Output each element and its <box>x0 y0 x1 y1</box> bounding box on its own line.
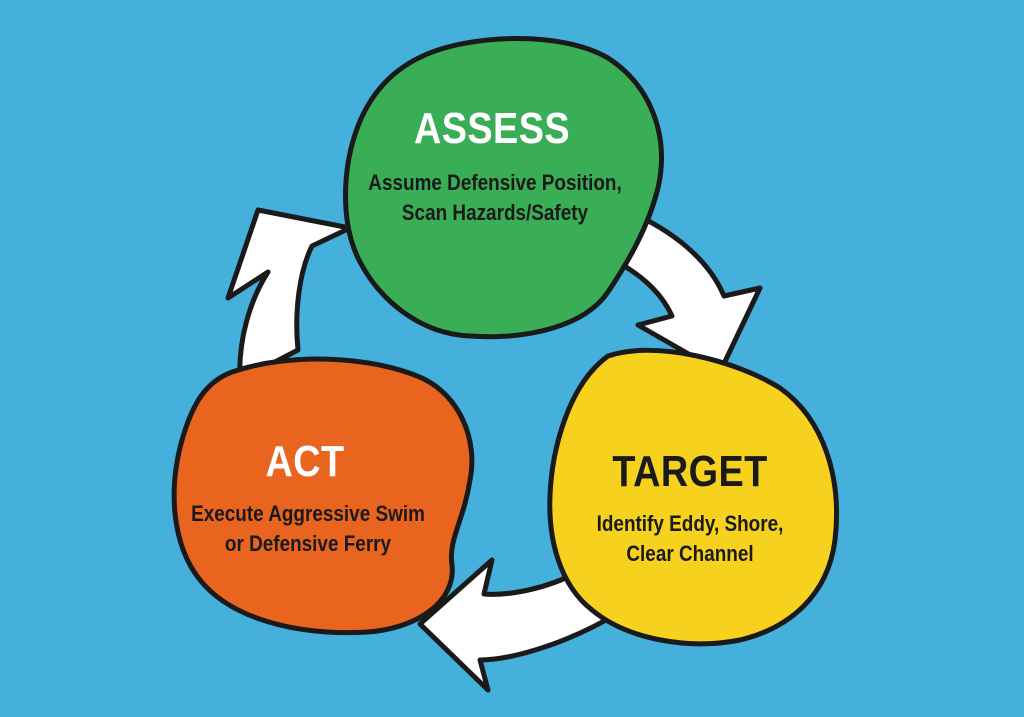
arrow-act-to-assess <box>225 207 353 383</box>
arrow-target-to-act <box>417 557 623 693</box>
assess-description: Assume Defensive Position, Scan Hazards/… <box>353 168 637 228</box>
target-title: TARGET <box>612 447 768 496</box>
assess-title: ASSESS <box>413 104 571 153</box>
target-description-line-1: Identify Eddy, Shore, <box>596 511 784 536</box>
act-description-line-2: or Defensive Ferry <box>224 531 392 556</box>
target-blob <box>547 347 840 647</box>
arrow-assess-to-target <box>602 202 763 375</box>
act-description-line-1: Execute Aggressive Swim <box>191 501 425 526</box>
assess-blob <box>343 36 664 340</box>
cycle-arrows <box>225 202 763 693</box>
assess-description-line-2: Scan Hazards/Safety <box>401 200 589 225</box>
target-description: Identify Eddy, Shore, Clear Channel <box>578 509 802 569</box>
act-blob <box>171 356 475 636</box>
target-description-line-2: Clear Channel <box>626 541 754 566</box>
assess-description-line-1: Assume Defensive Position, <box>368 170 622 195</box>
act-title: ACT <box>265 437 345 486</box>
act-description: Execute Aggressive Swim or Defensive Fer… <box>179 499 437 559</box>
